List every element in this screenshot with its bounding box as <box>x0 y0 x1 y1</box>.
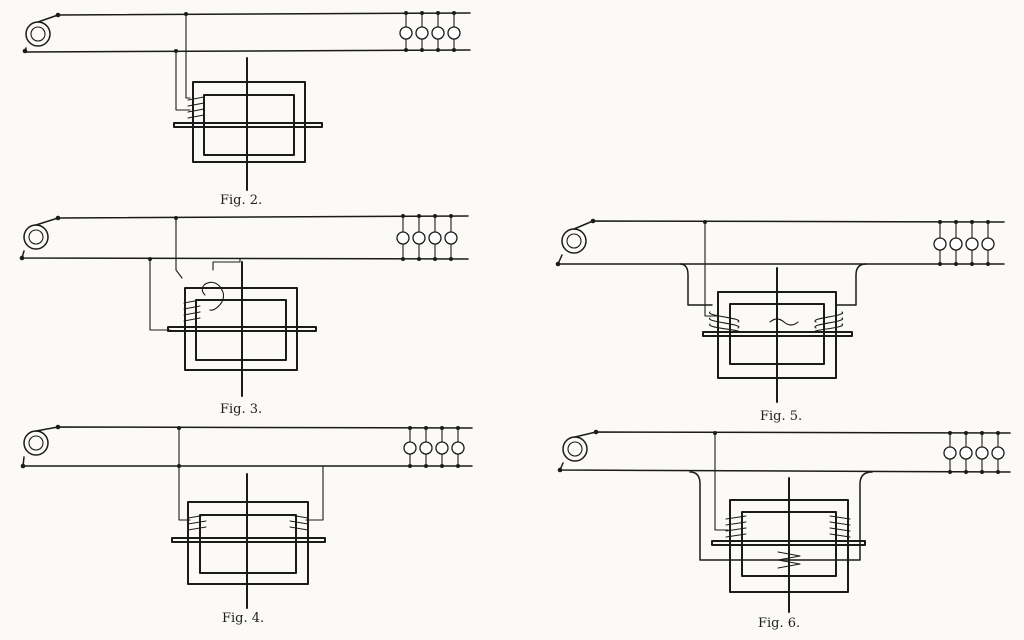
lower-main-line <box>559 462 1011 473</box>
generator-coil-icon <box>562 436 588 462</box>
lamp-group <box>396 214 458 261</box>
generator-coil-icon <box>23 430 49 456</box>
figure-3: Fig. 3. <box>19 214 469 417</box>
lamp-icon <box>435 441 449 455</box>
lamp-group <box>943 431 1005 474</box>
lamp-group <box>399 11 461 52</box>
lamp-icon <box>396 231 410 245</box>
lamp-icon <box>412 231 426 245</box>
lamp-icon <box>399 26 413 40</box>
upper-main-line <box>35 426 473 432</box>
transformer-core-icon <box>171 473 326 609</box>
lamp-icon <box>933 237 947 251</box>
lower-main-line <box>24 47 471 53</box>
transformer-core-icon <box>711 477 866 613</box>
upper-main-line <box>574 431 1011 438</box>
lower-main-line <box>557 254 1005 265</box>
figure-label: Fig. 5. <box>760 409 802 424</box>
figure-label: Fig. 4. <box>222 611 264 626</box>
transformer-core-icon <box>167 261 317 397</box>
figure-4: Fig. 4. <box>20 424 473 626</box>
generator-coil-icon <box>23 224 49 250</box>
figure-5: Fig. 5. <box>555 218 1005 424</box>
generator-coil-icon <box>561 228 587 254</box>
lamp-icon <box>943 446 957 460</box>
lamp-icon <box>981 237 995 251</box>
lower-main-line <box>22 456 473 467</box>
transformer-core-icon <box>702 267 853 403</box>
lamp-icon <box>444 231 458 245</box>
figure-label: Fig. 2. <box>220 193 262 208</box>
generator-coil-icon <box>25 21 51 47</box>
lamp-group <box>403 426 465 468</box>
lower-main-line <box>21 250 469 260</box>
lamp-icon <box>431 26 445 40</box>
lamp-icon <box>447 26 461 40</box>
figure-2: Fig. 2. <box>22 11 471 208</box>
lamp-icon <box>415 26 429 40</box>
transformer-core-icon <box>173 57 323 191</box>
figure-6: Fig. 6. <box>557 429 1011 631</box>
lamp-icon <box>419 441 433 455</box>
lamp-icon <box>428 231 442 245</box>
lamp-icon <box>965 237 979 251</box>
lamp-icon <box>959 446 973 460</box>
lamp-icon <box>991 446 1005 460</box>
lamp-group <box>933 220 995 266</box>
lamp-icon <box>949 237 963 251</box>
lamp-icon <box>975 446 989 460</box>
lamp-icon <box>451 441 465 455</box>
figure-label: Fig. 3. <box>220 402 262 417</box>
lamp-icon <box>403 441 417 455</box>
figure-label: Fig. 6. <box>758 616 800 631</box>
